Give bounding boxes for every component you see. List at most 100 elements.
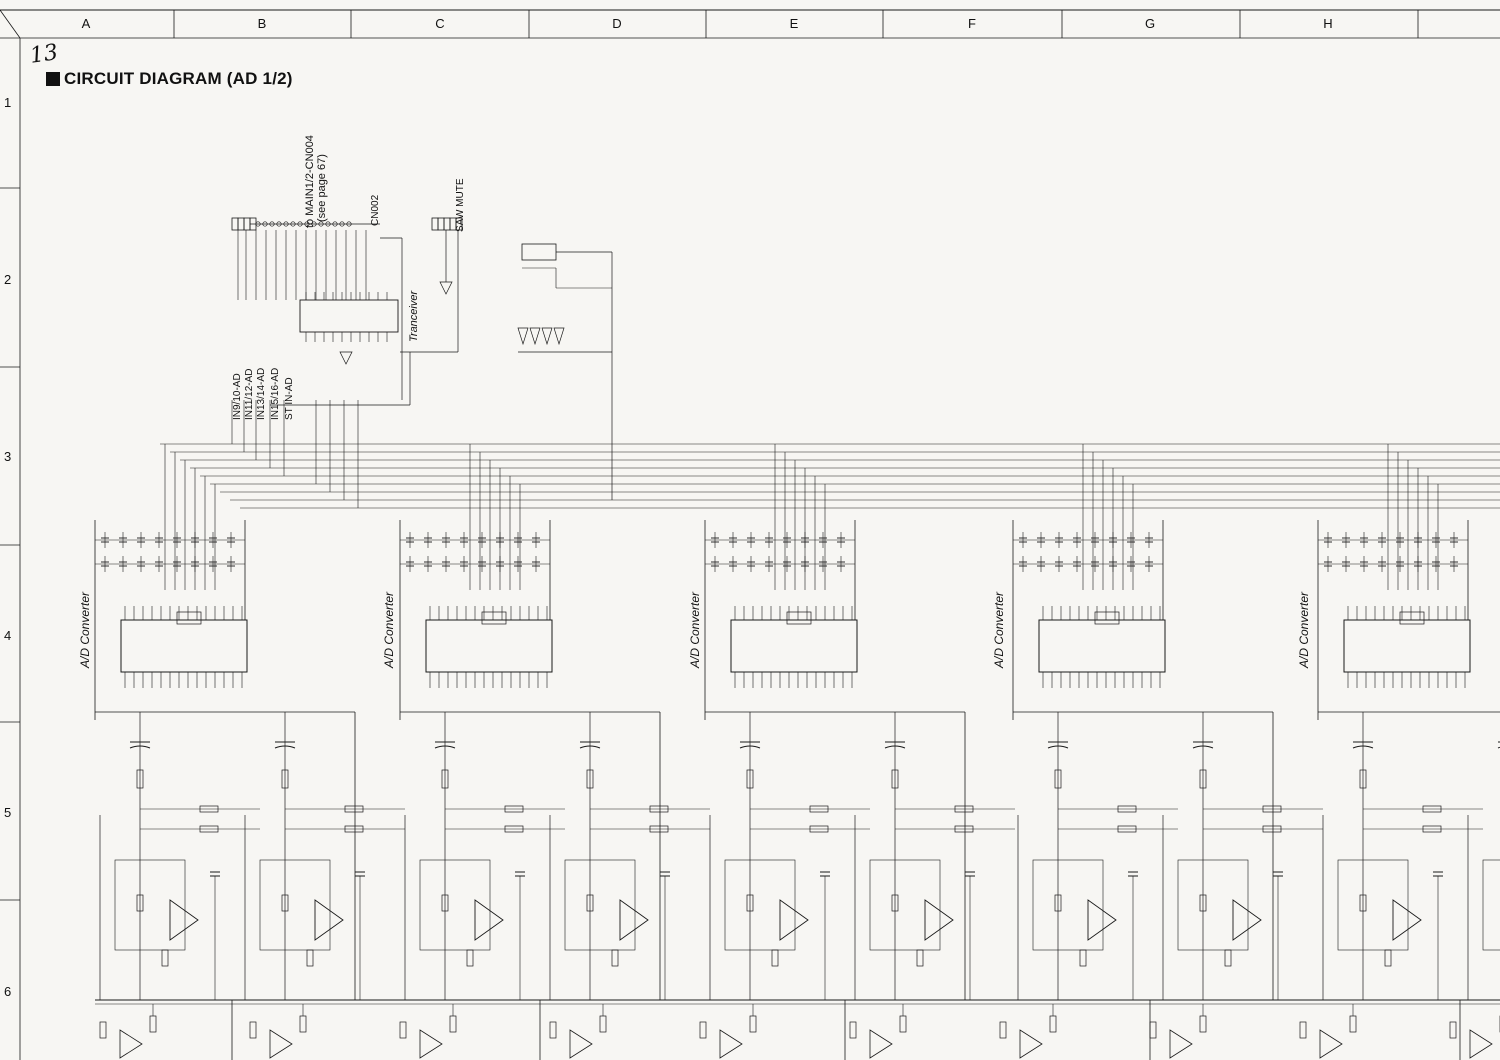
opamp-feedback-loop (1337, 859, 1409, 951)
resistor (849, 1021, 857, 1039)
inverter-symbol (529, 327, 541, 346)
opamp-symbol (779, 899, 809, 941)
inductor (176, 611, 202, 625)
ad-converter-ic (120, 619, 248, 673)
grid-row-4: 4 (4, 628, 12, 643)
opamp-feedback-loop (1032, 859, 1104, 951)
grid-col-h: H (1323, 16, 1333, 31)
cap-plate-curved (1047, 745, 1069, 749)
resistor (586, 894, 594, 912)
connector-pin (237, 217, 245, 231)
resistor (1349, 1015, 1357, 1033)
page-title: CIRCUIT DIAGRAM (AD 1/2) (46, 69, 293, 89)
resistor (746, 769, 754, 789)
ad-converter-ic (1343, 619, 1471, 673)
resistor (746, 894, 754, 912)
resistor (916, 949, 924, 967)
opamp-symbol (869, 1029, 893, 1059)
opamp-symbol (619, 899, 649, 941)
grid-frame (0, 9, 1500, 1060)
opamp-symbol (719, 1029, 743, 1059)
grid-col-b: B (257, 16, 267, 31)
resistor (441, 894, 449, 912)
grid-col-f: F (968, 16, 976, 31)
cap-plate-curved (739, 745, 761, 749)
ad-converter-ic (730, 619, 858, 673)
ad-converter-blocks (94, 444, 1500, 1060)
inverter-symbol (553, 327, 565, 346)
resistor (999, 1021, 1007, 1039)
inverter-symbol (339, 351, 353, 365)
grid-row-5: 5 (4, 805, 12, 820)
ic-small (521, 243, 557, 261)
resistor (1224, 949, 1232, 967)
grid-row-1: 1 (4, 95, 12, 110)
opamp-symbol (314, 899, 344, 941)
resistor (136, 769, 144, 789)
opamp-symbol (924, 899, 954, 941)
opamp-feedback-loop (1177, 859, 1249, 951)
tranceiver-ic (299, 299, 399, 333)
inverter-symbol (439, 281, 453, 295)
resistor (586, 769, 594, 789)
resistor (449, 1015, 457, 1033)
resistor (299, 1015, 307, 1033)
opamp-feedback-loop (724, 859, 796, 951)
connector-pin (231, 217, 239, 231)
inductor (786, 611, 812, 625)
opamp-symbol (1232, 899, 1262, 941)
opamp-symbol (1469, 1029, 1493, 1059)
cap-plate-curved (129, 745, 151, 749)
opamp-feedback-loop (259, 859, 331, 951)
resistor (1449, 1021, 1457, 1039)
ad-converter-block (1317, 444, 1500, 1000)
resistor (1199, 1015, 1207, 1033)
opamp-feedback-loop (1482, 859, 1500, 951)
resistor (1384, 949, 1392, 967)
grid-col-g: G (1144, 16, 1156, 31)
frame-corner (0, 9, 21, 39)
resistor (891, 894, 899, 912)
connector-block (231, 217, 613, 500)
resistor (466, 949, 474, 967)
resistor (1054, 769, 1062, 789)
resistor (1149, 1021, 1157, 1039)
opamp-symbol (474, 899, 504, 941)
inverter-symbol (541, 327, 553, 346)
connector2-pin (449, 217, 457, 231)
opamp-symbol (1319, 1029, 1343, 1059)
title-bullet-icon (46, 72, 60, 86)
resistor (399, 1021, 407, 1039)
opamp-symbol (269, 1029, 293, 1059)
resistor (136, 894, 144, 912)
opamp-feedback-loop (869, 859, 941, 951)
cap-plate-curved (579, 745, 601, 749)
cap-plate-curved (274, 745, 296, 749)
cap-plate-curved (1192, 745, 1214, 749)
page-title-text: CIRCUIT DIAGRAM (AD 1/2) (64, 69, 293, 88)
resistor (749, 1015, 757, 1033)
inductor (481, 611, 507, 625)
ad-converter-block (1012, 444, 1323, 1000)
connector-pin (243, 217, 251, 231)
opamp-symbol (1087, 899, 1117, 941)
resistor (1079, 949, 1087, 967)
opamp-feedback-loop (419, 859, 491, 951)
resistor (549, 1021, 557, 1039)
resistor (1299, 1021, 1307, 1039)
ad-converter-block (94, 444, 405, 1000)
resistor (599, 1015, 607, 1033)
grid-row-6: 6 (4, 984, 12, 999)
grid-col-a: A (81, 16, 91, 31)
resistor (306, 949, 314, 967)
resistor (1054, 894, 1062, 912)
resistor (891, 769, 899, 789)
opamp-symbol (119, 1029, 143, 1059)
resistor (99, 1021, 107, 1039)
resistor (281, 769, 289, 789)
resistor (1049, 1015, 1057, 1033)
cap-plate-curved (434, 745, 456, 749)
opamp-symbol (1169, 1029, 1193, 1059)
resistor (149, 1015, 157, 1033)
